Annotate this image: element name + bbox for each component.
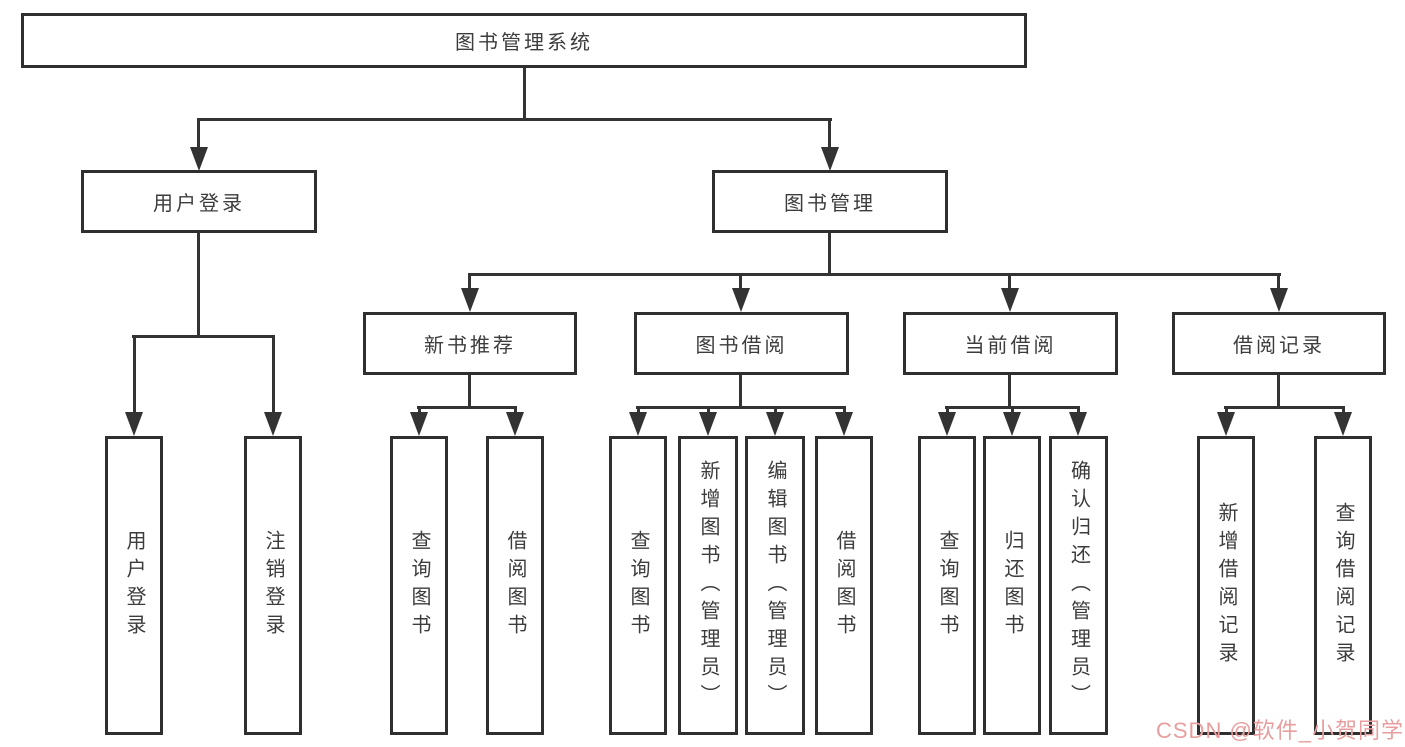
connector-book-borrowing-stem (739, 375, 742, 406)
node-user-login: 用户登录 (81, 170, 317, 233)
arrow-to-current-borrowing (1001, 288, 1019, 312)
connector-new-book-branch (417, 406, 517, 409)
leaf-query-books-recommend: 查询图书 (390, 436, 448, 735)
node-borrowing-records-label: 借阅记录 (1233, 335, 1325, 357)
arrow-to-new-book-recommend (461, 288, 479, 312)
leaf-add-books-admin: 新增图书（管理员） (678, 436, 738, 735)
leaf-edit-books-admin-label: 编辑图书（管理员） (764, 459, 786, 712)
arrow-to-cb-return (1003, 412, 1021, 436)
connector-drop-borrowing-records (1277, 273, 1280, 290)
leaf-query-books-recommend-label: 查询图书 (408, 529, 430, 642)
node-borrowing-records: 借阅记录 (1172, 312, 1386, 375)
leaf-add-borrow-record: 新增借阅记录 (1197, 436, 1255, 735)
node-new-book-recommend-label: 新书推荐 (424, 335, 516, 357)
connector-user-login-branch (132, 335, 275, 338)
arrow-to-book-borrowing (732, 288, 750, 312)
connector-level3-branch (468, 273, 1281, 276)
arrow-to-cb-query (938, 412, 956, 436)
leaf-query-books-borrowing: 查询图书 (609, 436, 667, 735)
connector-drop-user-login (197, 118, 200, 149)
connector-book-borrowing-branch (636, 406, 846, 409)
node-book-management-label: 图书管理 (784, 193, 876, 215)
connector-drop-book-borrowing (739, 273, 742, 290)
connector-drop-book-management (828, 118, 831, 149)
leaf-confirm-return-admin-label: 确认归还（管理员） (1067, 459, 1090, 712)
node-current-borrowing: 当前借阅 (903, 312, 1118, 375)
connector-drop-rec-add (1225, 406, 1228, 414)
leaf-add-books-admin-label: 新增图书（管理员） (697, 459, 719, 712)
connector-borrowing-records-branch (1224, 406, 1345, 409)
node-root: 图书管理系统 (21, 13, 1027, 68)
leaf-user-login: 用户登录 (105, 436, 163, 735)
connector-drop-cb-return (1011, 406, 1014, 414)
connector-drop-cb-query (946, 406, 949, 414)
connector-drop-current-borrowing (1008, 273, 1011, 290)
leaf-user-login-label: 用户登录 (123, 529, 145, 642)
connector-drop-bb-add (707, 406, 710, 414)
node-user-login-label: 用户登录 (153, 193, 245, 215)
arrow-to-leaf-logout (264, 412, 282, 436)
arrow-to-bb-edit (766, 412, 784, 436)
leaf-query-books-borrowing-label: 查询图书 (627, 529, 649, 642)
arrow-to-cb-confirm (1069, 412, 1087, 436)
leaf-query-books-current: 查询图书 (918, 436, 976, 735)
connector-new-book-stem (468, 375, 471, 406)
connector-root-stem (523, 68, 526, 118)
connector-level1-branch (197, 118, 832, 121)
leaf-add-borrow-record-label: 新增借阅记录 (1215, 501, 1237, 670)
node-book-management: 图书管理 (712, 170, 948, 233)
node-new-book-recommend: 新书推荐 (363, 312, 577, 375)
arrow-to-bb-add (699, 412, 717, 436)
arrow-to-book-management (821, 147, 839, 171)
connector-drop-leaf-user-login (133, 335, 136, 414)
node-root-label: 图书管理系统 (455, 32, 593, 54)
csdn-watermark: CSDN @软件_小贺同学 (1156, 718, 1405, 743)
node-current-borrowing-label: 当前借阅 (964, 335, 1057, 357)
leaf-borrow-books-label: 借阅图书 (833, 529, 855, 642)
arrow-to-bb-borrow (835, 412, 853, 436)
arrow-to-user-login (190, 147, 208, 171)
connector-user-login-stem (197, 233, 200, 335)
leaf-return-books-label: 归还图书 (1001, 529, 1023, 642)
arrow-to-borrowing-records (1270, 288, 1288, 312)
connector-drop-bb-edit (774, 406, 777, 414)
leaf-logout-label: 注销登录 (262, 529, 284, 642)
leaf-logout: 注销登录 (244, 436, 302, 735)
arrow-to-leaf-user-login (125, 412, 143, 436)
leaf-borrow-books: 借阅图书 (815, 436, 873, 735)
connector-drop-cb-confirm (1077, 406, 1080, 414)
arrow-to-rec-query (1334, 412, 1352, 436)
connector-drop-nb-query (418, 406, 421, 414)
connector-drop-leaf-logout (272, 335, 275, 414)
node-book-borrowing-label: 图书借阅 (695, 335, 788, 357)
connector-drop-bb-query (637, 406, 640, 414)
leaf-query-books-current-label: 查询图书 (936, 529, 958, 642)
connector-drop-bb-borrow (843, 406, 846, 414)
leaf-query-borrow-record-label: 查询借阅记录 (1332, 501, 1354, 670)
leaf-return-books: 归还图书 (983, 436, 1041, 735)
connector-current-borrowing-stem (1008, 375, 1011, 406)
arrow-to-rec-add (1217, 412, 1235, 436)
leaf-borrow-books-recommend-label: 借阅图书 (504, 529, 526, 642)
connector-drop-rec-query (1342, 406, 1345, 414)
leaf-confirm-return-admin: 确认归还（管理员） (1049, 436, 1108, 735)
node-book-borrowing: 图书借阅 (634, 312, 849, 375)
arrow-to-nb-borrow (506, 412, 524, 436)
connector-borrowing-records-stem (1277, 375, 1280, 406)
leaf-borrow-books-recommend: 借阅图书 (486, 436, 544, 735)
arrow-to-nb-query (410, 412, 428, 436)
leaf-query-borrow-record: 查询借阅记录 (1314, 436, 1372, 735)
leaf-edit-books-admin: 编辑图书（管理员） (745, 436, 805, 735)
connector-drop-new-book-recommend (468, 273, 471, 290)
arrow-to-bb-query (629, 412, 647, 436)
connector-book-management-stem (828, 233, 831, 273)
connector-drop-nb-borrow (514, 406, 517, 414)
